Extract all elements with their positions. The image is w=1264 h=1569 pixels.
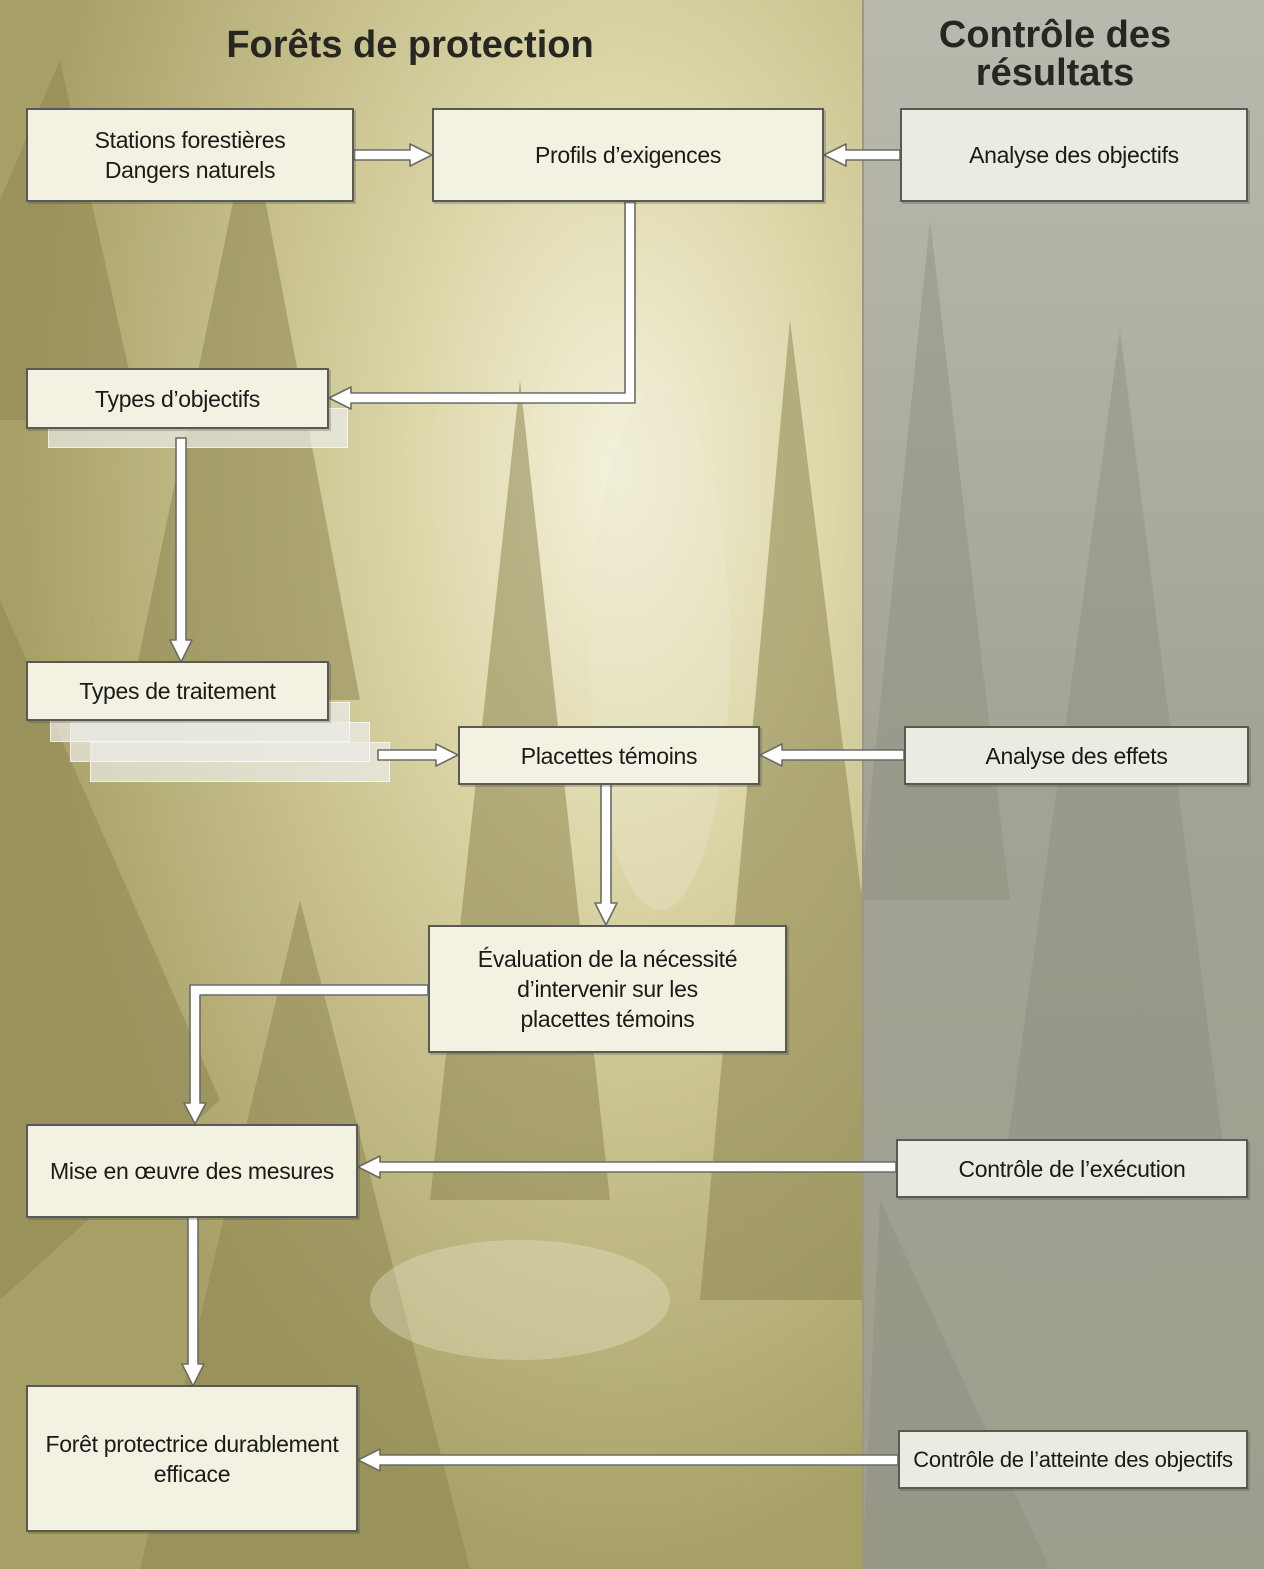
evaluation-necessite-box: Évaluation de la nécessité d’intervenir … (428, 925, 787, 1053)
controle-resultats-header: Contrôle des résultats (938, 14, 1172, 94)
types-objectifs-box: Types d’objectifs (26, 368, 329, 429)
types-traitement-box: Types de traitement (26, 661, 329, 721)
controle-atteinte-box: Contrôle de l’atteinte des objectifs (898, 1430, 1248, 1489)
forets-protection-header: Forêts de protection (226, 24, 594, 66)
stations-dangers-box: Stations forestières Dangers naturels (26, 108, 354, 202)
controle-execution-box: Contrôle de l’exécution (896, 1139, 1248, 1198)
foret-durable-box: Forêt protectrice durablement efficace (26, 1385, 358, 1532)
analyse-effets-box: Analyse des effets (904, 726, 1249, 785)
profils-exigences-box: Profils d’exigences (432, 108, 824, 202)
mise-en-oeuvre-box: Mise en œuvre des mesures (26, 1124, 358, 1218)
analyse-objectifs-box: Analyse des objectifs (900, 108, 1248, 202)
placettes-temoins-box: Placettes témoins (458, 726, 760, 785)
